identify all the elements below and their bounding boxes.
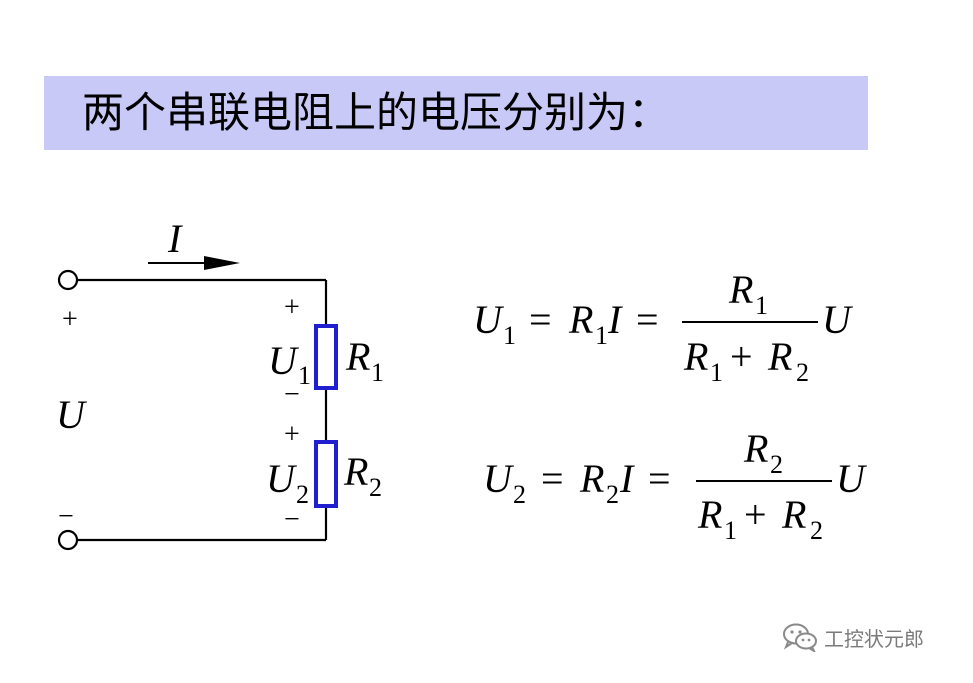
- eq2-equals-1: =: [541, 456, 564, 501]
- eq1-current: I: [607, 297, 623, 342]
- resistor-r2: [314, 440, 338, 508]
- eq2-lhs: U: [483, 456, 515, 501]
- eq1-r-subscript: 1: [595, 321, 608, 350]
- terminal-bottom: [57, 529, 79, 551]
- eq1-equals-1: =: [529, 297, 552, 342]
- eq1-lhs: U: [473, 297, 505, 342]
- eq1-lhs-subscript: 1: [503, 321, 516, 350]
- r1-minus-sign: −: [284, 379, 300, 410]
- eq1-denominator-a: R: [683, 334, 708, 379]
- eq2-current: I: [619, 456, 635, 501]
- eq2-denominator-b: R: [781, 492, 806, 537]
- eq2-equals-2: =: [648, 456, 671, 501]
- r1-plus-sign: +: [284, 292, 300, 323]
- source-plus-sign: +: [62, 304, 78, 335]
- wechat-icon: [783, 623, 817, 652]
- eq1-numerator: R: [728, 267, 753, 312]
- source-minus-sign: −: [58, 501, 74, 532]
- eq2-numerator: R: [743, 426, 768, 471]
- r2-resistor-subscript: 2: [369, 473, 382, 502]
- eq2-numerator-subscript: 2: [770, 450, 783, 479]
- resistor-r1: [314, 324, 338, 390]
- eq2-r-subscript: 2: [606, 480, 619, 509]
- eq1-numerator-subscript: 1: [755, 291, 768, 320]
- eq2-r: R: [579, 456, 604, 501]
- r2-voltage-subscript: 2: [296, 480, 309, 509]
- current-arrow-head: [204, 256, 240, 270]
- eq2-denominator-b-subscript: 2: [810, 516, 823, 545]
- r2-plus-sign: +: [284, 419, 300, 450]
- title-bar: [44, 76, 868, 150]
- r1-resistor-subscript: 1: [371, 358, 384, 387]
- r1-resistor-label: R: [345, 334, 370, 379]
- eq2-denominator-a: R: [697, 492, 722, 537]
- source-voltage-label: U: [56, 392, 88, 437]
- eq1-denominator-plus: +: [730, 334, 753, 379]
- r1-voltage-subscript: 1: [298, 361, 311, 390]
- r2-voltage-label: U: [266, 456, 298, 501]
- eq2-tail-u: U: [836, 456, 868, 501]
- page-title: 两个串联电阻上的电压分别为：: [82, 88, 671, 137]
- equation-2: U 2 = R 2 I = R 2 R 1 + R 2 U: [483, 426, 868, 545]
- eq1-denominator-b-subscript: 2: [796, 358, 809, 387]
- eq2-denominator-plus: +: [744, 492, 767, 537]
- eq2-denominator-a-subscript: 1: [724, 516, 737, 545]
- eq1-r: R: [568, 297, 593, 342]
- eq1-tail-u: U: [822, 297, 854, 342]
- watermark: 工控状元郎: [782, 622, 924, 652]
- r2-minus-sign: −: [284, 504, 300, 535]
- terminal-top: [57, 269, 79, 291]
- eq1-denominator-b: R: [767, 334, 792, 379]
- eq2-lhs-subscript: 2: [513, 480, 526, 509]
- equation-1: U 1 = R 1 I = R 1 R 1 + R 2 U: [473, 267, 854, 387]
- r2-resistor-label: R: [343, 449, 368, 494]
- eq1-equals-2: =: [636, 297, 659, 342]
- current-label: I: [167, 216, 183, 261]
- watermark-text: 工控状元郎: [824, 626, 924, 651]
- r1-voltage-label: U: [268, 338, 300, 383]
- eq1-denominator-a-subscript: 1: [710, 358, 723, 387]
